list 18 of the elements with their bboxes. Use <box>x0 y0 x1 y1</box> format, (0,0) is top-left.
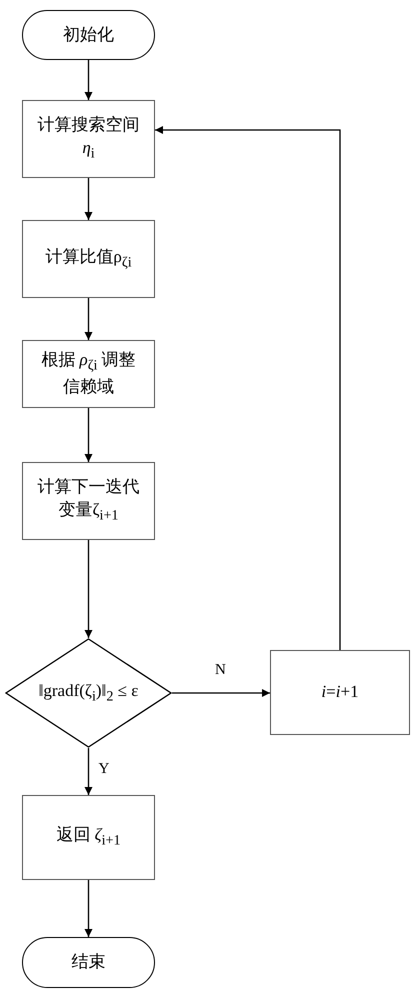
end-terminator: 结束 <box>22 937 155 988</box>
process-box: 计算下一迭代变量ζ$_{i+1}$ <box>22 462 155 540</box>
arrow <box>84 748 92 795</box>
arrow <box>84 540 92 638</box>
arrow <box>84 298 92 340</box>
arrow <box>84 178 92 220</box>
arrow <box>84 880 92 937</box>
arrow <box>172 689 270 697</box>
start-terminator: 初始化 <box>22 10 155 60</box>
process-box: 返回 ζ$_{i+1}$ <box>22 795 155 880</box>
process-box: 计算搜索空间 η$_{i}$ <box>22 100 155 178</box>
process-box: 计算比值ρ$_{ζi}$ <box>22 220 155 298</box>
arrow <box>84 408 92 462</box>
process-box: i=i+1 <box>270 650 410 735</box>
process-box: 根据 ρ$_{ζi}$ 调整信赖域 <box>22 340 155 408</box>
arrow <box>84 60 92 100</box>
decision-diamond: ‖gradf(ζ$_{i}$)‖$_{2}$ ≤ ε <box>5 638 172 748</box>
arrow <box>155 126 341 650</box>
